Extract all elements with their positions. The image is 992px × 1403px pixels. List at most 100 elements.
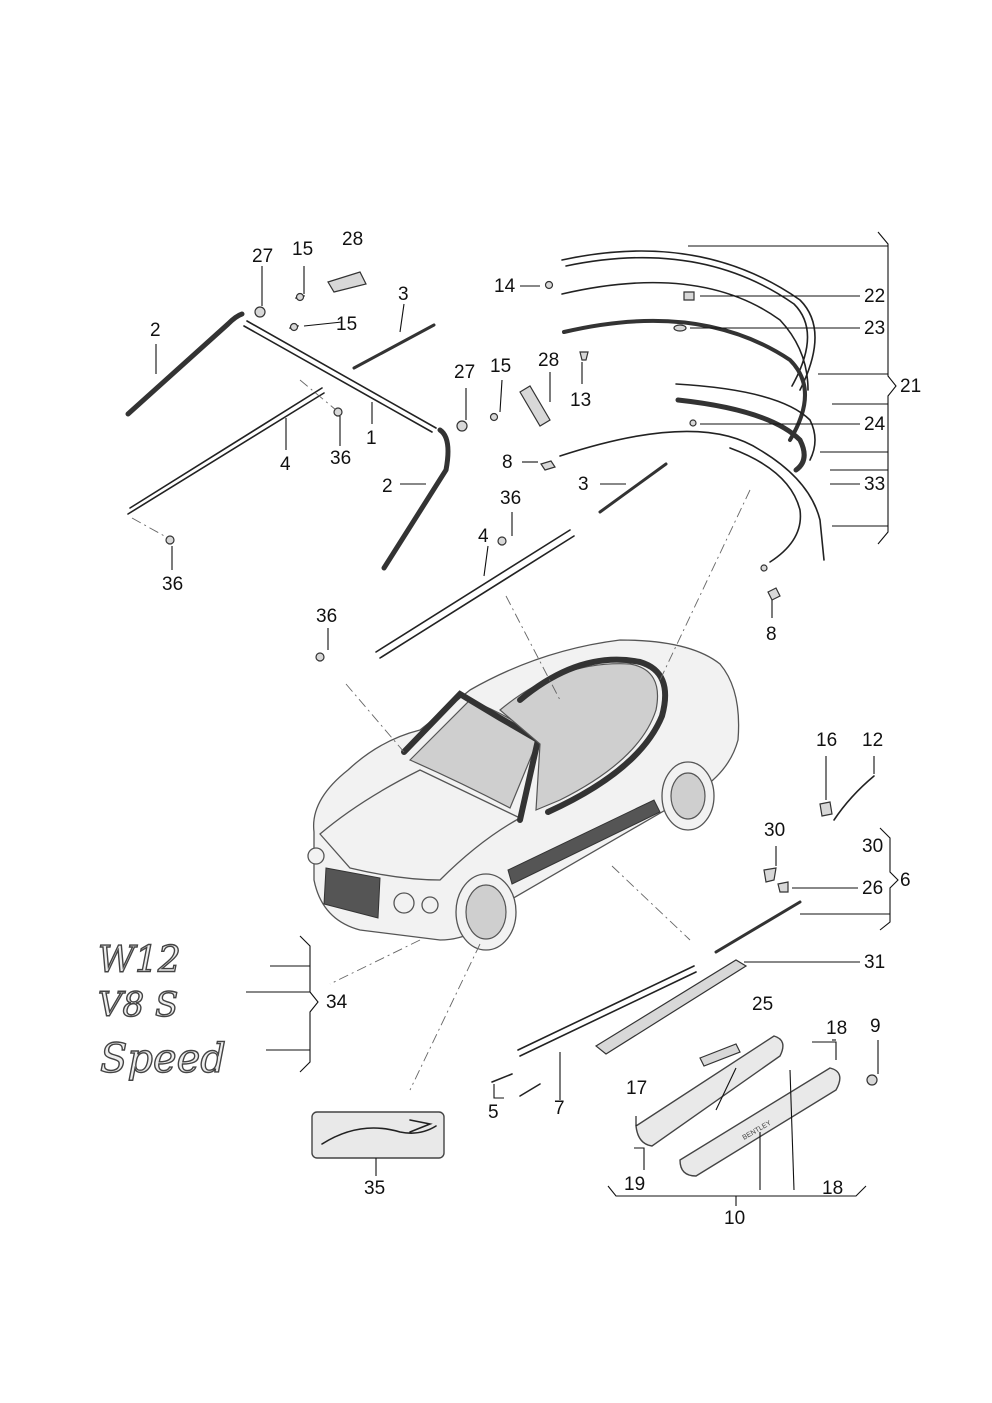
badge-group: W12 V8 S Speed: [97, 935, 445, 1159]
part-27-washer-b: [456, 420, 468, 432]
callout-10: 10: [724, 1208, 745, 1229]
part-30-clip: [763, 867, 777, 883]
callout-26: 26: [862, 878, 883, 899]
part-9-fastener: [866, 1074, 878, 1086]
part-25-insert: [699, 1043, 741, 1067]
part-35-emblem: [311, 1111, 445, 1159]
callout-36b: 36: [162, 574, 183, 595]
sill-parts-group: BENTLEY: [491, 775, 899, 1206]
callout-18b: 18: [822, 1178, 843, 1199]
part-4-lower-strip: [129, 387, 323, 509]
callout-25: 25: [752, 994, 773, 1015]
callout-15a: 15: [292, 239, 313, 260]
bracket-6: [879, 827, 899, 931]
callout-28a: 28: [342, 229, 363, 250]
callout-21: 21: [900, 376, 921, 397]
part-2-right-pillar: [381, 427, 451, 571]
part-10-sill-plate: [679, 1067, 841, 1177]
bracket-34: [299, 935, 319, 1073]
callout-28b: 28: [538, 350, 559, 371]
badge-speed: Speed: [100, 1036, 226, 1082]
callout-1: 1: [366, 428, 377, 449]
callout-31: 31: [864, 952, 885, 973]
callout-36c: 36: [500, 488, 521, 509]
callout-27b: 27: [454, 362, 475, 383]
roof-arc-6: [559, 430, 825, 561]
callout-22: 22: [864, 286, 885, 307]
callout-7: 7: [554, 1098, 565, 1119]
callout-36a: 36: [330, 448, 351, 469]
badge-w12: W12: [98, 940, 181, 981]
part-1-frame-top: [243, 325, 433, 433]
part-4-sill-strip: [375, 529, 571, 653]
callout-15c: 15: [490, 356, 511, 377]
part-17-sill-plate: [635, 1035, 784, 1147]
windscreen-frame-group: [125, 271, 451, 571]
part-8-clip-b: [767, 587, 781, 601]
callout-33: 33: [864, 474, 885, 495]
part-16-clip: [819, 801, 833, 817]
part-36-screw-d: [315, 652, 325, 662]
part-31-strip: [714, 900, 802, 954]
callout-23: 23: [864, 318, 885, 339]
callout-18a: 18: [826, 1018, 847, 1039]
callout-4a: 4: [280, 454, 291, 475]
car-illustration: [307, 489, 751, 1091]
part-2-left-pillar: [125, 311, 245, 417]
part-22-clip: [683, 291, 695, 301]
callout-27a: 27: [252, 246, 273, 267]
part-14-screw: [544, 280, 554, 290]
part-26-clip: [777, 881, 789, 893]
part-36-screw-c: [497, 536, 507, 546]
part-23-grommet: [673, 324, 687, 332]
callout-5: 5: [488, 1102, 499, 1123]
leader-lines: [155, 266, 879, 1176]
sill-trim-long: [594, 959, 748, 1055]
part-13-screw: [579, 351, 589, 361]
callout-34: 34: [326, 992, 348, 1013]
callout-30b: 30: [862, 836, 883, 857]
callout-15b: 15: [336, 314, 357, 335]
callout-17: 17: [626, 1078, 647, 1099]
roof-arc-2: [561, 281, 809, 391]
roof-arc-1: [561, 250, 816, 391]
part-3-strip: [352, 323, 436, 370]
callout-14: 14: [494, 276, 516, 297]
callout-24: 24: [864, 414, 886, 435]
part-28-clip: [327, 271, 367, 293]
callout-2b: 2: [382, 476, 393, 497]
callout-3b: 3: [578, 474, 589, 495]
callout-35: 35: [364, 1178, 385, 1199]
callout-9: 9: [870, 1016, 881, 1037]
callout-6: 6: [900, 870, 911, 891]
part-3-strip-b: [598, 462, 668, 514]
center-parts-group: [315, 385, 668, 662]
callout-13: 13: [570, 390, 591, 411]
badge-v8s: V8 S: [98, 985, 178, 1025]
callout-30a: 30: [764, 820, 785, 841]
part-8-clip: [540, 460, 556, 471]
callout-labels: 27 15 28 15 3 2 1 4 36 2 36 27 15 28 14 …: [150, 229, 921, 1229]
part-7-strip: [517, 965, 695, 1051]
callout-4b: 4: [478, 526, 489, 547]
callout-16: 16: [816, 730, 837, 751]
callout-19: 19: [624, 1174, 645, 1195]
roof-arc-3: [562, 318, 807, 442]
part-33-cable: [729, 447, 802, 563]
callout-2a: 2: [150, 320, 161, 341]
part-28-clip-b: [519, 385, 551, 427]
roof-arc-4: [675, 383, 816, 461]
part-15-screw-c: [489, 412, 499, 422]
part-12-strip: [833, 775, 875, 821]
callout-36d: 36: [316, 606, 337, 627]
roof-trim-group: [544, 231, 897, 601]
callout-3a: 3: [398, 284, 409, 305]
callout-12: 12: [862, 730, 883, 751]
part-27-washer: [254, 306, 266, 318]
bracket-21: [877, 231, 897, 545]
part-24-screw: [689, 419, 697, 427]
callout-8b: 8: [766, 624, 777, 645]
roof-arc-5: [675, 397, 807, 473]
part-5-spring: [519, 1083, 541, 1097]
